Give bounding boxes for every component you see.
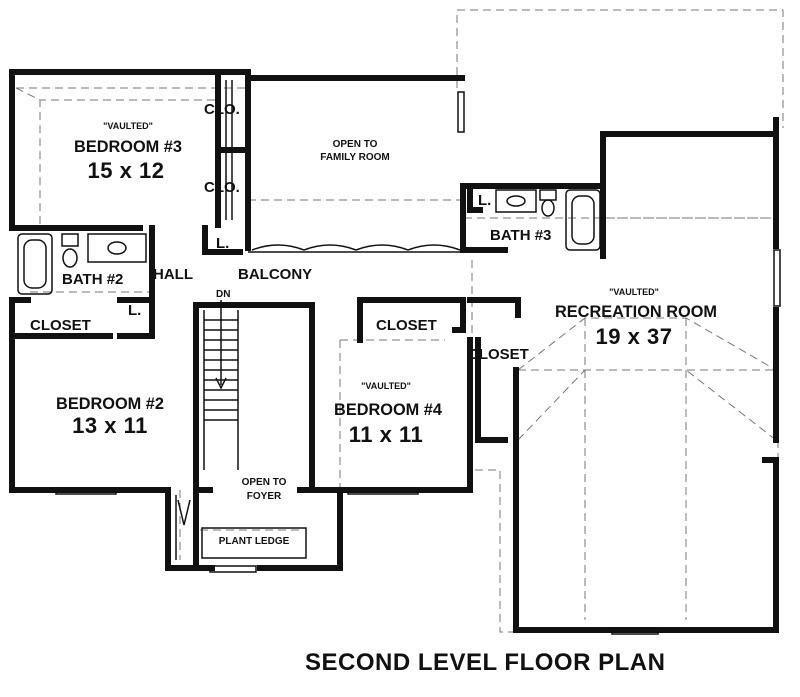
bedroom3-vaulted-tag: "VAULTED" [103, 121, 153, 131]
closet-right-label: CLOSET [468, 346, 529, 363]
bedroom2-size: 13 x 11 [72, 413, 148, 438]
recreation-name: RECREATION ROOM [555, 302, 717, 321]
open-to-family-line1: OPEN TO [332, 139, 378, 150]
bedroom3-size: 15 x 12 [87, 158, 165, 183]
walls [9, 69, 779, 633]
linen-1-label: L. [216, 235, 230, 252]
stair-dn-label: DN [216, 289, 231, 300]
bedroom2-name: BEDROOM #2 [56, 394, 164, 413]
plan-title: SECOND LEVEL FLOOR PLAN [305, 649, 666, 676]
linen-3-label: L. [478, 192, 492, 209]
recreation-size: 19 x 37 [595, 324, 673, 349]
open-to-family-line2: FAMILY ROOM [320, 152, 390, 163]
bedroom3-name: BEDROOM #3 [74, 137, 182, 156]
bedroom4-vaulted-tag: "VAULTED" [361, 381, 411, 391]
recreation-vaulted-tag: "VAULTED" [609, 287, 659, 297]
closet-top-label: CLO. [204, 101, 240, 118]
bath2-label: BATH #2 [62, 271, 124, 288]
closet-left-label: CLOSET [30, 317, 91, 334]
plant-ledge-label: PLANT LEDGE [218, 536, 290, 547]
balcony-label: BALCONY [238, 266, 313, 283]
hall-label: HALL [153, 266, 193, 283]
closet-mid-label: CLOSET [376, 317, 437, 334]
bedroom4-name: BEDROOM #4 [334, 400, 442, 419]
open-to-foyer-line2: FOYER [246, 491, 282, 502]
linen-2-label: L. [128, 302, 142, 319]
fixtures [17, 80, 781, 635]
bath3-label: BATH #3 [490, 227, 552, 244]
bedroom4-size: 11 x 11 [348, 422, 424, 447]
closet-bottom-label: CLO. [204, 179, 240, 196]
open-to-foyer-line1: OPEN TO [241, 477, 287, 488]
